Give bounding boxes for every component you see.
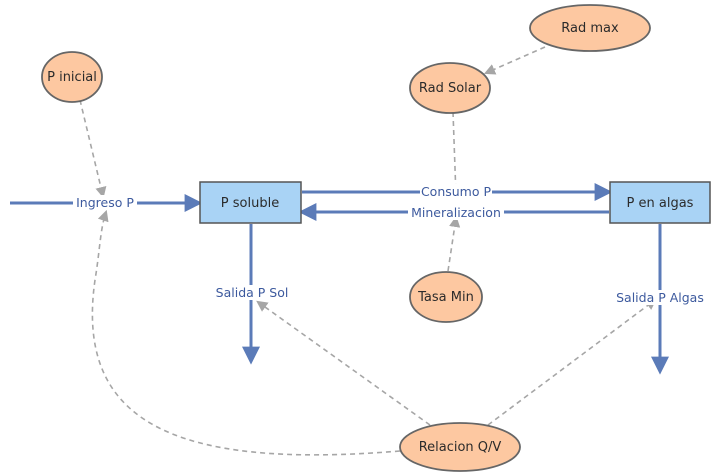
aux-relacion-qv[interactable]: Relacion Q/V	[399, 422, 521, 472]
flow-label-consumo-p[interactable]: Consumo P	[421, 184, 492, 199]
aux-tasa-min[interactable]: Tasa Min	[409, 271, 483, 323]
aux-relacion-qv-label: Relacion Q/V	[419, 440, 502, 455]
aux-rad-solar[interactable]: Rad Solar	[409, 62, 491, 114]
flow-label-salida-p-sol[interactable]: Salida P Sol	[216, 285, 289, 300]
flow-label-mineralizacion[interactable]: Mineralizacion	[411, 205, 501, 220]
flow-labels: Ingreso P Consumo P Mineralizacion Salid…	[73, 184, 707, 305]
stocks: P soluble P en algas	[199, 181, 711, 224]
stock-p-algas-label: P en algas	[627, 196, 694, 211]
aux-tasa-min-label: Tasa Min	[417, 290, 474, 305]
stock-p-soluble-label: P soluble	[221, 196, 279, 211]
connector-p-inicial-to-ingreso-p[interactable]	[79, 99, 107, 199]
connector-relacion-qv-to-ingreso-p[interactable]	[91, 209, 401, 456]
stock-p-algas[interactable]: P en algas	[609, 181, 711, 224]
flow-label-ingreso-p[interactable]: Ingreso P	[76, 195, 134, 210]
connector-relacion-qv-to-salida-p-sol[interactable]	[256, 300, 431, 426]
auxiliaries: P inicial Rad max Rad Solar Tasa Min Rel…	[41, 4, 651, 472]
stock-p-soluble[interactable]: P soluble	[199, 181, 302, 224]
connector-relacion-qv-to-salida-p-algas[interactable]	[487, 298, 657, 426]
aux-p-inicial[interactable]: P inicial	[41, 51, 103, 103]
connectors	[79, 46, 657, 456]
aux-p-inicial-label: P inicial	[47, 70, 97, 85]
connector-tasa-min-to-mineralizacion[interactable]	[447, 215, 461, 272]
aux-rad-max-label: Rad max	[561, 21, 619, 36]
flow-label-salida-p-algas[interactable]: Salida P Algas	[616, 290, 704, 305]
aux-rad-max[interactable]: Rad max	[529, 4, 651, 52]
flows	[10, 183, 669, 375]
aux-rad-solar-label: Rad Solar	[419, 81, 482, 96]
connector-rad-max-to-rad-solar[interactable]	[483, 46, 546, 75]
